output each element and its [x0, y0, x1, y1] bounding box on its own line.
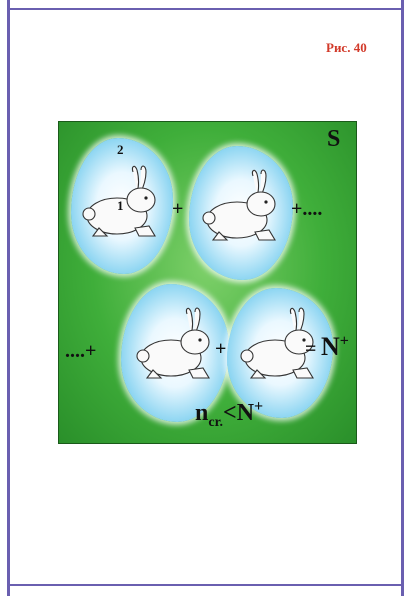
formula: ncr.<N+	[195, 398, 263, 431]
n-plus-symbol: N+	[321, 332, 349, 362]
n-superscript: +	[340, 332, 349, 349]
n-symbol: N	[321, 332, 340, 361]
rabbit-icon	[131, 306, 219, 384]
continuation-left: ....+	[65, 340, 96, 363]
plus-top: +	[172, 198, 183, 221]
corner-label-s: S	[327, 126, 340, 153]
formula-subscript: cr.	[208, 415, 223, 430]
diagram-panel: S 2 1 + +.... ....+ + = N+ ncr.<N+	[58, 121, 357, 444]
plus-bottom: +	[215, 338, 226, 361]
page-border-left	[7, 0, 10, 596]
label-2: 2	[117, 142, 124, 158]
page-border-top	[7, 8, 404, 10]
continuation-right: +....	[291, 198, 322, 221]
formula-n: n	[195, 400, 208, 426]
formula-less-than: <	[223, 400, 237, 426]
figure-label: Рис. 40	[326, 40, 367, 56]
formula-N: N	[237, 400, 254, 426]
formula-superscript: +	[254, 398, 263, 415]
page-border-bottom	[7, 584, 404, 586]
equals-sign: =	[305, 338, 316, 361]
page-border-right	[401, 0, 404, 596]
label-1: 1	[117, 198, 124, 214]
rabbit-icon	[197, 168, 285, 246]
